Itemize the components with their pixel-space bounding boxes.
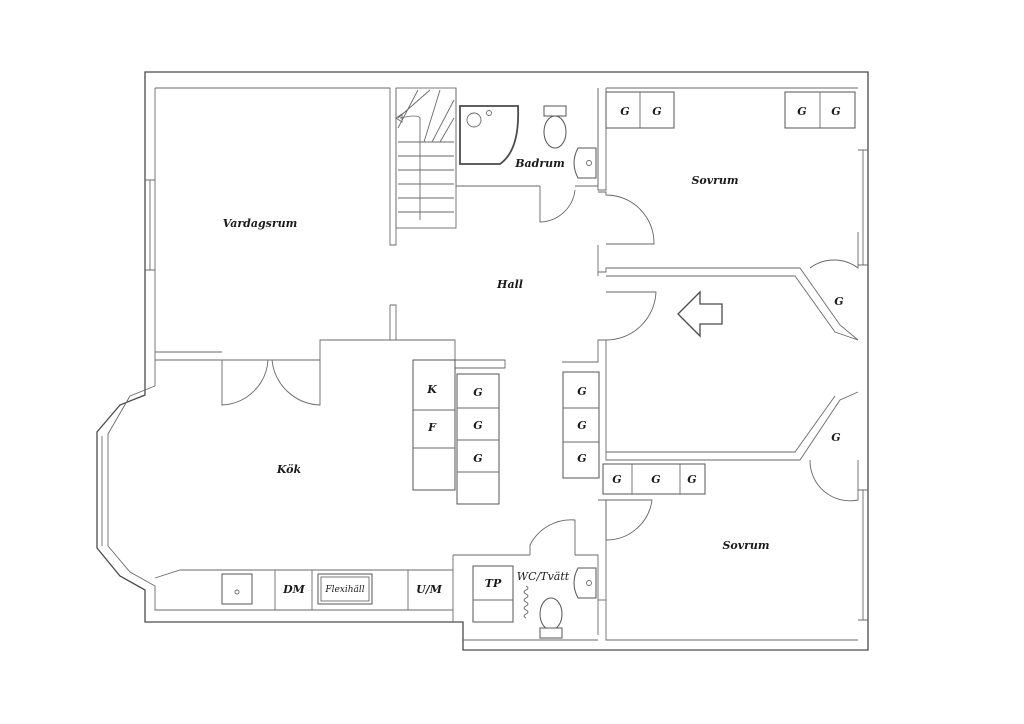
- label-sovrum-top: Sovrum: [691, 174, 738, 187]
- doors: [221, 186, 859, 555]
- wardrobe-label: G: [651, 473, 660, 486]
- wardrobe-label: G: [834, 295, 843, 308]
- room-labels: Vardagsrum Badrum Sovrum Hall Kök Sovrum…: [223, 157, 770, 583]
- wardrobe-label: G: [612, 473, 621, 486]
- wardrobe-label: G: [577, 419, 586, 432]
- wardrobe-label: G: [620, 105, 629, 118]
- fridge-label: K: [426, 383, 437, 396]
- wardrobe-label: G: [577, 452, 586, 465]
- label-vardagsrum: Vardagsrum: [223, 217, 298, 230]
- wardrobe-label: G: [797, 105, 806, 118]
- label-hall: Hall: [496, 278, 523, 291]
- entrance-arrow-icon: [677, 290, 723, 338]
- wardrobes-top: [605, 91, 856, 129]
- fixture-labels: G G G G G G K F G G G G G G G G G DM Fle…: [282, 105, 844, 596]
- outer-walls: [96, 71, 869, 651]
- wardrobe-label: G: [577, 385, 586, 398]
- label-sovrum-bottom: Sovrum: [722, 539, 769, 552]
- dryer-label: TP: [485, 577, 502, 590]
- wardrobe-label: G: [652, 105, 661, 118]
- interior-walls: [155, 87, 859, 641]
- wardrobe-label: G: [473, 452, 482, 465]
- wc-fixtures: [472, 565, 597, 639]
- wardrobe-label: G: [831, 431, 840, 444]
- label-badrum: Badrum: [514, 157, 565, 170]
- wardrobe-label: G: [687, 473, 696, 486]
- wardrobe-label: G: [473, 386, 482, 399]
- label-kok: Kök: [276, 463, 302, 476]
- wardrobe-label: G: [473, 419, 482, 432]
- freezer-label: F: [427, 421, 437, 434]
- kitchen-counter: [154, 569, 453, 610]
- label-wc: WC/Tvätt: [517, 570, 570, 583]
- staircase: [395, 89, 455, 220]
- dishwasher-label: DM: [282, 583, 306, 596]
- oven-label: U/M: [416, 583, 443, 596]
- bathroom-fixtures: [459, 105, 597, 179]
- cooktop-label: Flexihäll: [324, 585, 364, 595]
- wardrobe-label: G: [831, 105, 840, 118]
